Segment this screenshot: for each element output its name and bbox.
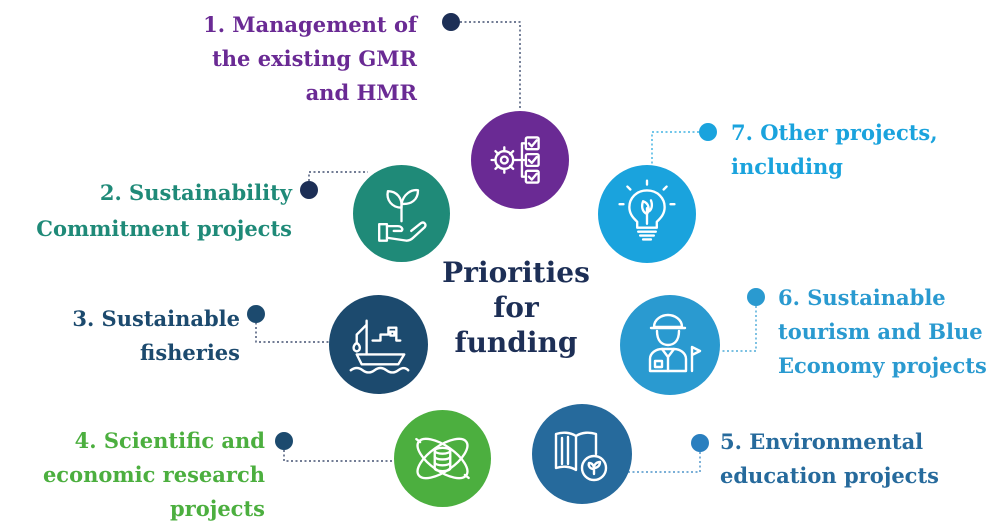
label-education: 5. Environmental education projects (720, 425, 939, 493)
label-research-line-3: projects (169, 496, 265, 521)
label-sustainability-line-2: Commitment projects (36, 216, 292, 241)
dot-4 (275, 432, 293, 450)
tour-guide-icon (648, 313, 702, 373)
fishing-boat-icon (349, 319, 410, 374)
label-sustainability-line-1: 2. Sustainability (99, 180, 292, 205)
research-orbit-icon (415, 437, 470, 480)
label-research: 4. Scientific and economic research proj… (43, 424, 265, 526)
label-fisheries: 3. Sustainable fisheries (72, 302, 240, 370)
circle-tourism (620, 295, 720, 395)
center-title-line-3: funding (454, 326, 578, 359)
dot-6 (747, 288, 765, 306)
label-tourism: 6. Sustainable tourism and Blue Economy … (778, 281, 987, 383)
label-other: 7. Other projects, including (731, 116, 938, 184)
circle-other (598, 165, 696, 263)
connector-4 (283, 441, 400, 462)
label-management-line-1: 1. Management of (203, 12, 417, 37)
label-tourism-line-3: Economy projects (778, 353, 987, 378)
lightbulb-leaf-icon (618, 179, 676, 241)
label-other-line-2: including (731, 154, 843, 179)
center-title: Priorities for funding (428, 255, 604, 360)
circle-education (532, 404, 632, 504)
circle-sustainability (353, 165, 450, 262)
label-other-line-1: 7. Other projects, (731, 120, 938, 145)
connector-7 (651, 131, 708, 170)
circle-management (471, 111, 569, 209)
circle-research (394, 410, 491, 507)
label-tourism-line-2: tourism and Blue (778, 319, 983, 344)
circle-fisheries (329, 295, 428, 394)
connector-3 (255, 318, 330, 343)
label-research-line-1: 4. Scientific and (74, 428, 265, 453)
center-title-line-2: for (493, 291, 539, 324)
dot-5 (691, 434, 709, 452)
label-sustainability: 2. Sustainability Commitment projects (36, 175, 292, 247)
label-fisheries-line-2: fisheries (140, 340, 240, 365)
book-leaf-icon (554, 431, 608, 482)
connector-6 (720, 297, 757, 352)
gear-checklist-icon (490, 136, 540, 184)
label-education-line-2: education projects (720, 463, 939, 488)
center-title-line-1: Priorities (442, 256, 590, 289)
dot-2 (300, 181, 318, 199)
label-fisheries-line-1: 3. Sustainable (72, 306, 240, 331)
dot-7 (699, 123, 717, 141)
label-management-line-3: and HMR (305, 80, 417, 105)
label-research-line-2: economic research (42, 462, 265, 487)
label-tourism-line-1: 6. Sustainable (778, 285, 946, 310)
hand-plant-icon (378, 188, 427, 242)
label-management: 1. Management of the existing GMR and HM… (203, 8, 417, 110)
label-education-line-1: 5. Environmental (720, 429, 924, 454)
label-management-line-2: the existing GMR (212, 46, 417, 71)
dot-3 (247, 305, 265, 323)
connector-5 (602, 443, 701, 473)
connector-1 (451, 21, 521, 108)
dot-1 (442, 13, 460, 31)
